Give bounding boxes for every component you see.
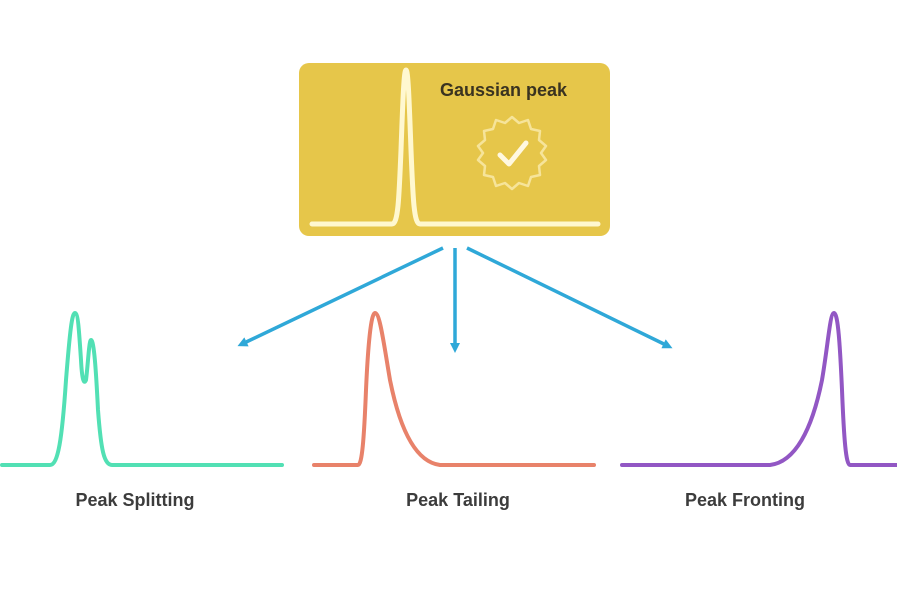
gaussian-peak-box (299, 63, 610, 236)
arrows (237, 246, 673, 353)
arrow-to-splitting (237, 246, 444, 347)
verified-check-badge-icon (476, 115, 548, 191)
peak-fronting-label: Peak Fronting (684, 490, 806, 510)
arrow-to-fronting (466, 246, 673, 349)
peak-splitting-curve (0, 311, 284, 467)
gaussian-peak-title: Gaussian peak (440, 80, 568, 100)
peak-splitting-label: Peak Splitting (75, 490, 195, 510)
gaussian-peak-node (299, 63, 610, 236)
peak-fronting-curve (620, 311, 897, 467)
peak-tailing-label: Peak Tailing (406, 490, 510, 510)
gaussian-peak-curve (309, 67, 601, 227)
peak-tailing-curve (312, 311, 596, 467)
